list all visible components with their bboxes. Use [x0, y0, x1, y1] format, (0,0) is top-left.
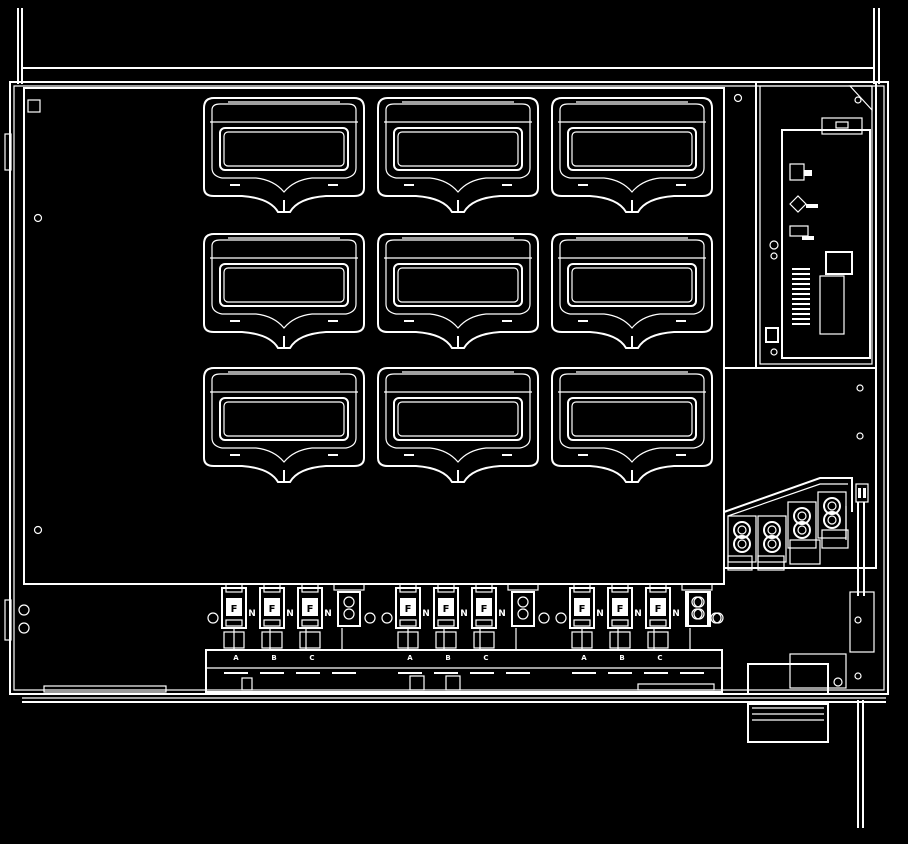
phase-label: C — [309, 654, 314, 662]
breaker-module-grid — [203, 97, 713, 483]
board-pin — [792, 313, 810, 315]
phase-label: A — [233, 654, 239, 662]
board-pin — [792, 308, 810, 310]
cable-gland-icon — [747, 653, 847, 743]
breaker-module-icon — [377, 367, 539, 483]
phase-label: A — [581, 654, 587, 662]
terminal-block-icon — [687, 591, 711, 627]
control-compartment — [755, 81, 877, 369]
terminal-block-icon — [333, 583, 365, 627]
svg-text:F: F — [655, 604, 662, 615]
svg-text:N: N — [324, 609, 332, 619]
svg-text:N: N — [498, 609, 506, 619]
svg-text:F: F — [307, 604, 314, 615]
board-pin — [792, 268, 810, 270]
svg-text:F: F — [579, 604, 586, 615]
terminal-block-icon — [681, 583, 713, 627]
control-board-icon — [765, 117, 871, 359]
board-pin — [792, 323, 810, 325]
svg-text:N: N — [634, 609, 642, 619]
phase-label: C — [483, 654, 488, 662]
phase-label: A — [407, 654, 413, 662]
svg-text:F: F — [269, 604, 276, 615]
svg-text:F: F — [231, 604, 238, 615]
phase-label: B — [445, 654, 450, 662]
svg-text:N: N — [672, 609, 680, 619]
board-pin — [792, 288, 810, 290]
screw-icon — [710, 612, 722, 624]
terminal-block-icon — [787, 501, 817, 549]
board-pin — [792, 293, 810, 295]
mounting-rails — [17, 8, 880, 828]
mounting-plate — [23, 87, 743, 585]
breaker-module-icon — [377, 233, 539, 349]
board-pin — [792, 318, 810, 320]
screw-icon — [555, 612, 567, 624]
screw-icon — [364, 612, 376, 624]
board-pin — [792, 273, 810, 275]
terminal-block-icon — [727, 515, 757, 563]
screw-icon — [538, 612, 550, 624]
svg-text:F: F — [481, 604, 488, 615]
svg-text:N: N — [596, 609, 604, 619]
board-pin — [792, 278, 810, 280]
svg-text:N: N — [422, 609, 430, 619]
svg-text:F: F — [405, 604, 412, 615]
power-terminal-area — [723, 367, 877, 680]
svg-text:N: N — [460, 609, 468, 619]
terminal-block-icon — [507, 583, 539, 627]
board-pin — [792, 298, 810, 300]
breaker-module-icon — [377, 97, 539, 213]
phase-label: B — [619, 654, 624, 662]
board-pin — [792, 283, 810, 285]
breaker-module-icon — [203, 233, 365, 349]
breaker-module-icon — [551, 367, 713, 483]
breaker-module-icon — [551, 233, 713, 349]
terminal-block-icon — [757, 515, 787, 563]
svg-text:F: F — [443, 604, 450, 615]
board-pin — [792, 303, 810, 305]
phase-label: B — [271, 654, 276, 662]
bus-rail — [43, 649, 723, 693]
phase-label: C — [657, 654, 662, 662]
svg-text:F: F — [617, 604, 624, 615]
breaker-module-icon — [203, 367, 365, 483]
breaker-module-icon — [203, 97, 365, 213]
svg-text:N: N — [286, 609, 294, 619]
svg-text:N: N — [248, 609, 256, 619]
screw-icon — [381, 612, 393, 624]
screw-icon — [207, 612, 219, 624]
breaker-module-icon — [551, 97, 713, 213]
